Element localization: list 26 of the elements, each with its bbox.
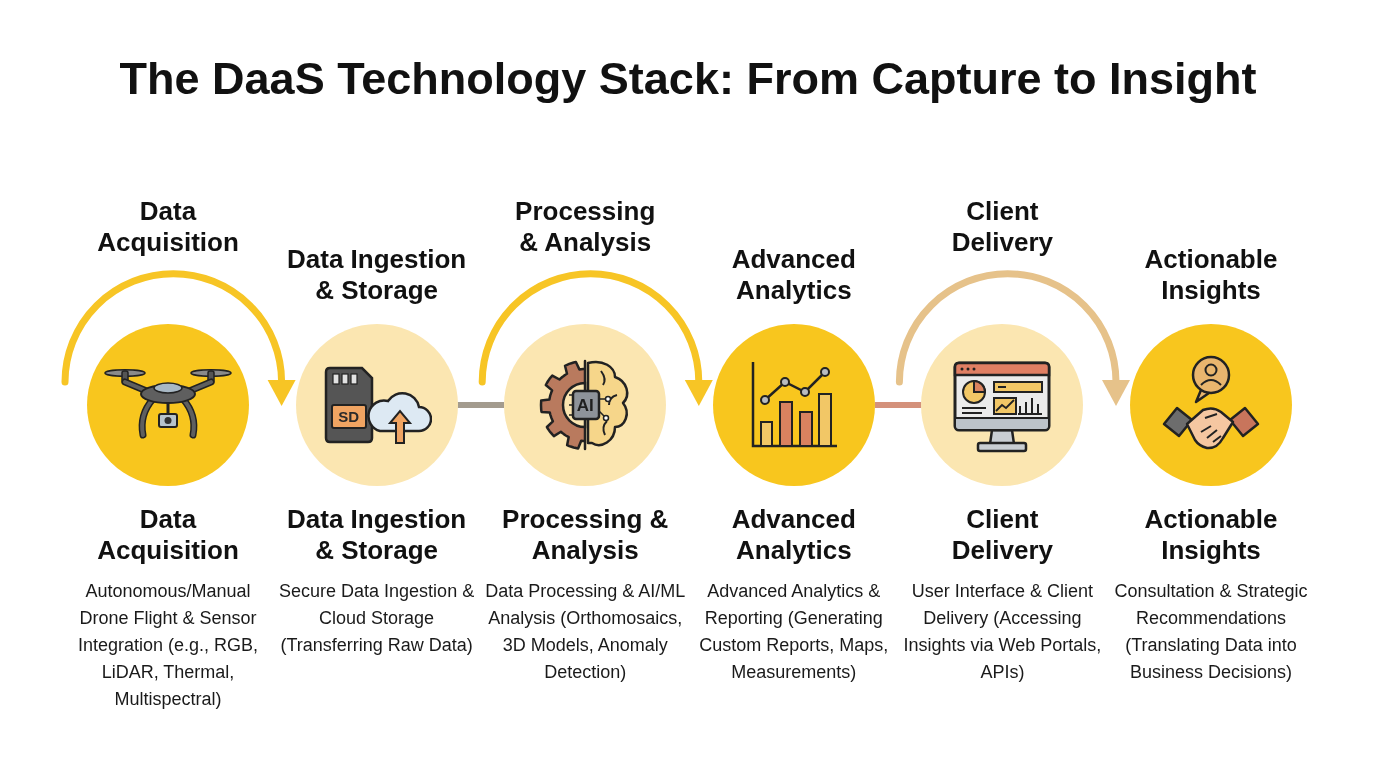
stage-title: Advanced Analytics [730, 504, 857, 566]
stage-description: Data Processing & AI/ML Analysis (Orthomosaics, 3D Models, Anomaly Detection) [484, 580, 687, 684]
stage-heading: Data Ingestion & Storage [286, 244, 468, 306]
stage-title: Processing & Analysis [501, 504, 670, 566]
curved-arrow [61, 270, 296, 406]
stage-heading: Advanced Analytics [730, 244, 857, 306]
stage-description: Autonomous/Manual Drone Flight & Sensor Integration (e.g., RGB, LiDAR, Thermal, Multispectral) [76, 580, 260, 711]
diagram-title: The DaaS Technology Stack: From Capture to Insight [118, 52, 1258, 106]
curved-arrow [478, 270, 713, 406]
stage-heading: Client Delivery [950, 196, 1054, 258]
connector-line [457, 402, 505, 408]
stage-title: Data Acquisition [96, 504, 240, 566]
stage-description: Advanced Analytics & Reporting (Generating Custom Reports, Maps, Measurements) [698, 580, 890, 684]
stage-title: Actionable Insights [1143, 504, 1279, 566]
stage-heading: Actionable Insights [1143, 244, 1279, 306]
stage-title: Data Ingestion & Storage [286, 504, 468, 566]
card-label-text: SD [338, 408, 359, 424]
curved-arrow [895, 270, 1130, 406]
stage-description: Consultation & Strategic Recommendations (Translating Data into Business Decisions) [1113, 580, 1309, 684]
connector-line [874, 402, 922, 408]
stage-description: Secure Data Ingestion & Cloud Storage (Transferring Raw Data) [278, 580, 476, 657]
stage-heading: Data Acquisition [96, 196, 240, 258]
chip-label-text: AI [576, 396, 594, 414]
stage-heading: Processing & Analysis [514, 196, 657, 258]
stage-title: Client Delivery [950, 504, 1054, 566]
stage-description: User Interface & Client Delivery (Accessing Insights via Web Portals, APIs) [902, 580, 1103, 684]
